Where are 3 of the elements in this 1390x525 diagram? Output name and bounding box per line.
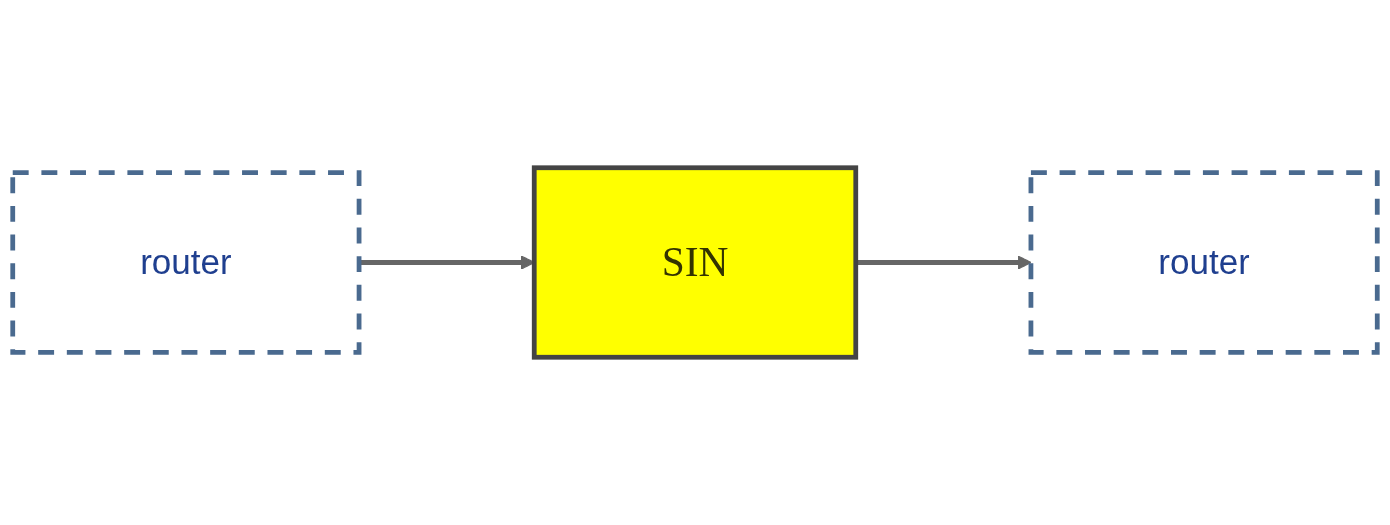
node-box: router	[1028, 170, 1380, 355]
node-box: router	[10, 170, 362, 355]
node-box: SIN	[531, 165, 859, 360]
